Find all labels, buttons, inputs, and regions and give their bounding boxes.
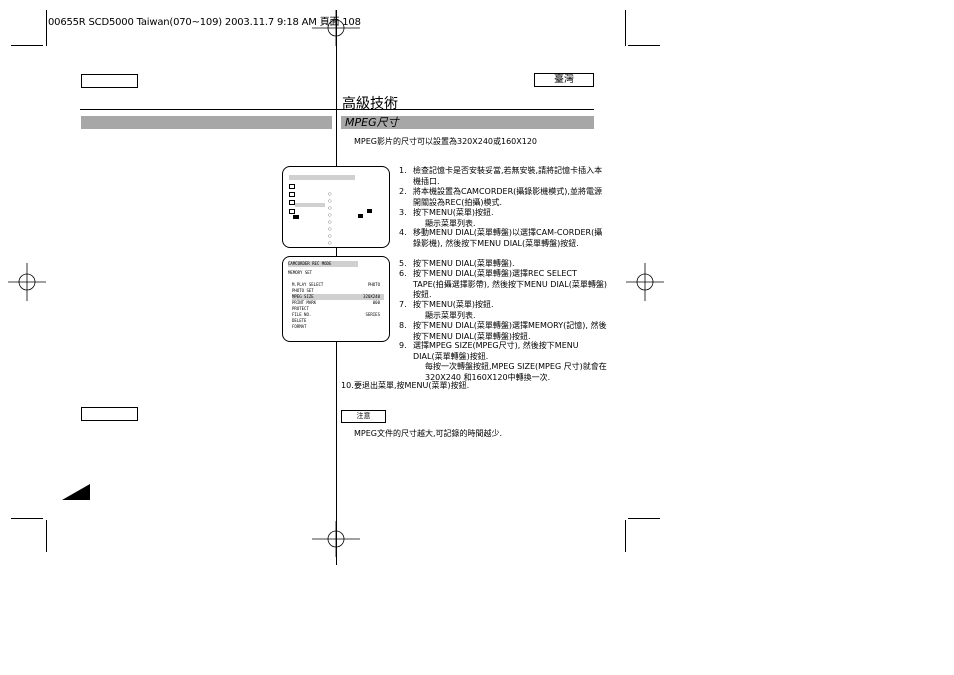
screen-menu-label: PHOTO SET: [292, 288, 314, 293]
step-subtext: 顯示菜單列表.: [425, 218, 476, 228]
page-heading: 高級技術: [342, 96, 398, 112]
screen-menu-label: PRINT MARK: [292, 300, 317, 305]
screen-menu-row: FORMAT: [292, 324, 384, 330]
step-text-main: 要退出菜單,按MENU(菜單)按鈕.: [354, 381, 470, 390]
step-text: 檢查記憶卡是否安裝妥當,若無安裝,請將記憶卡插入本機插口.: [413, 166, 609, 187]
step-number: 4.: [399, 228, 407, 237]
step-text-main: 移動MENU DIAL(菜單轉盤)以選擇CAM-CORDER(攝錄影機), 然後…: [413, 228, 603, 248]
screen-menu-label: FORMAT: [292, 324, 307, 329]
step-number: 6.: [399, 269, 407, 278]
screen-menu-row: FILE NO. SERIES: [292, 312, 384, 318]
note-text: MPEG文件的尺寸越大,可記錄的時間越少.: [354, 429, 503, 438]
step-text-main: 檢查記憶卡是否安裝妥當,若無安裝,請將記憶卡插入本機插口.: [413, 166, 603, 186]
step-text: 按下MENU DIAL(菜單轉盤)選擇MEMORY(記憶), 然後按下MENU …: [413, 321, 609, 342]
menu-screen-1: ○○○○○○○○: [282, 166, 390, 248]
step-number: 1.: [399, 166, 407, 175]
step-number: 10.: [341, 381, 354, 390]
screen-menu-value: SERIES: [365, 312, 380, 317]
screen-title: CAMCORDER REC MODE: [288, 261, 358, 267]
step-text-main: 按下MENU DIAL(菜單轉盤).: [413, 259, 515, 268]
screen-menu-label: FILE NO.: [292, 312, 312, 317]
section-label: 臺灣: [534, 73, 594, 87]
screen-menu-value: PHOTO: [367, 282, 380, 287]
screen-menu-value: 320X240: [363, 294, 380, 299]
step-text-main: 按下MENU(菜單)按鈕.: [413, 208, 494, 217]
right-section-bar: MPEG尺寸: [341, 116, 594, 129]
step-text-main: 按下MENU DIAL(菜單轉盤)選擇MEMORY(記憶), 然後按下MENU …: [413, 321, 607, 341]
screen-menu-row: PROTECT: [292, 306, 384, 312]
step-text: 要退出菜單,按MENU(菜單)按鈕.: [354, 381, 550, 392]
step-subtext: 每按一次轉盤按鈕,MPEG SIZE(MPEG 尺寸)就會在320X240 和1…: [425, 362, 607, 382]
step-text: 按下MENU(菜單)按鈕.顯示菜單列表.: [413, 300, 609, 321]
language-box-left: [81, 74, 138, 88]
page-triangle-icon: [62, 484, 90, 500]
intro-text: MPEG影片的尺寸可以設置為320X240或160X120: [354, 137, 538, 146]
note-label: 注意: [341, 410, 386, 423]
screen-menu-row: M.PLAY SELECT PHOTO: [292, 282, 384, 288]
step-number: 7.: [399, 300, 407, 309]
screen-memory-set: MEMORY SET: [288, 270, 313, 275]
step-number: 9.: [399, 341, 407, 350]
step-text: 按下MENU DIAL(菜單轉盤)選擇REC SELECT TAPE(拍攝選擇影…: [413, 269, 609, 301]
screen-menu-row: PRINT MARK 000: [292, 300, 384, 306]
screen-menu-row: DELETE: [292, 318, 384, 324]
step-text: 選擇MPEG SIZE(MPEG尺寸), 然後按下MENU DIAL(菜單轉盤)…: [413, 341, 609, 383]
step-text: 按下MENU DIAL(菜單轉盤).: [413, 259, 609, 270]
print-header: 00655R SCD5000 Taiwan(070~109) 2003.11.7…: [48, 17, 361, 28]
screen-menu-label: PROTECT: [292, 306, 309, 311]
step-text-main: 按下MENU(菜單)按鈕.: [413, 300, 494, 309]
step-text: 按下MENU(菜單)按鈕.顯示菜單列表.: [413, 208, 609, 229]
screen-menu-row: PHOTO SET: [292, 288, 384, 294]
section-title: MPEG尺寸: [345, 116, 399, 129]
step-text-main: 按下MENU DIAL(菜單轉盤)選擇REC SELECT TAPE(拍攝選擇影…: [413, 269, 607, 299]
screen-menu-label: DELETE: [292, 318, 307, 323]
screen-menu-label: MPEG SIZE: [292, 294, 314, 299]
step-number: 5.: [399, 259, 407, 268]
left-note-box: [81, 407, 138, 421]
left-section-bar: [81, 116, 332, 129]
screen-menu-row: MPEG SIZE 320X240: [292, 294, 384, 300]
menu-screen-2: CAMCORDER REC MODE MEMORY SET M.PLAY SEL…: [282, 256, 390, 342]
step-text: 移動MENU DIAL(菜單轉盤)以選擇CAM-CORDER(攝錄影機), 然後…: [413, 228, 609, 249]
screen-menu-label: M.PLAY SELECT: [292, 282, 324, 287]
step-number: 2.: [399, 187, 407, 196]
step-text-main: 選擇MPEG SIZE(MPEG尺寸), 然後按下MENU DIAL(菜單轉盤)…: [413, 341, 579, 361]
screen-menu-value: 000: [372, 300, 380, 305]
heading-rule: [80, 109, 594, 110]
step-number: 3.: [399, 208, 407, 217]
step-text: 將本機設置為CAMCORDER(攝錄影機模式),並將電源開關設為REC(拍攝)模…: [413, 187, 609, 208]
step-number: 8.: [399, 321, 407, 330]
step-text-main: 將本機設置為CAMCORDER(攝錄影機模式),並將電源開關設為REC(拍攝)模…: [413, 187, 602, 207]
step-subtext: 顯示菜單列表.: [425, 310, 476, 320]
